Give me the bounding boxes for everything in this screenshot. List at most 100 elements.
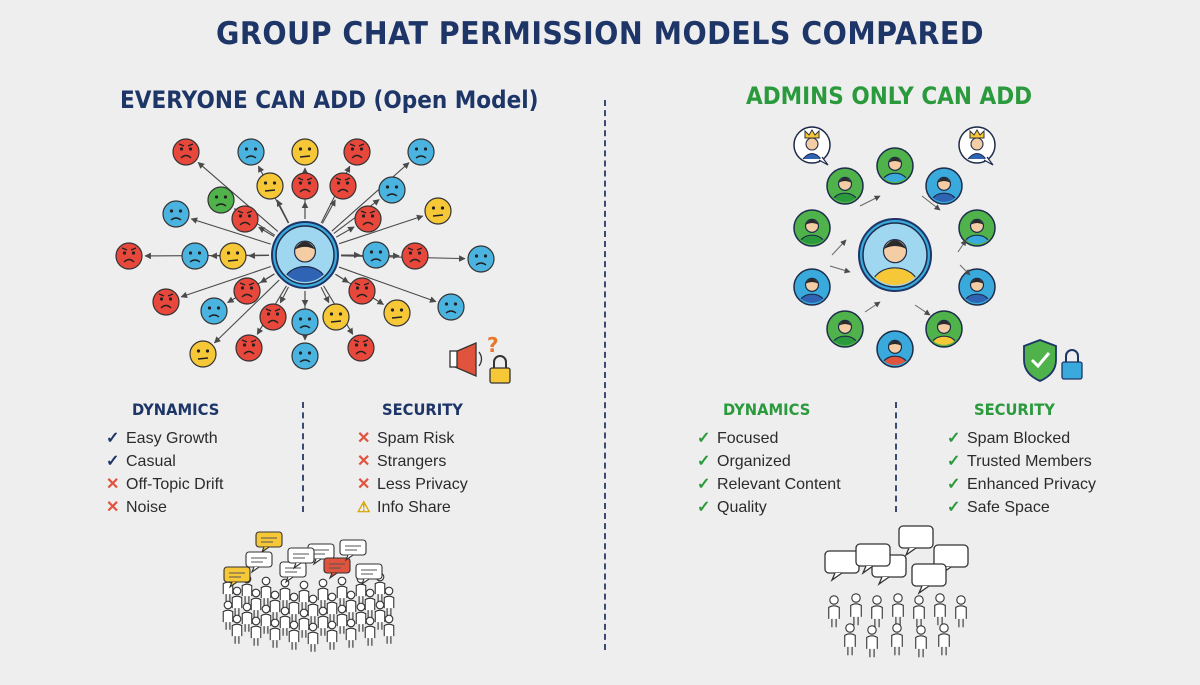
padlock-icon (1061, 349, 1083, 380)
emoji-face-icon (181, 242, 209, 270)
emoji-face-icon (115, 242, 143, 270)
list-item-text: Casual (126, 453, 176, 470)
list-item-text: Spam Risk (377, 430, 455, 447)
list-item-text: Organized (717, 453, 791, 470)
list-item: ✓Relevant Content (697, 473, 841, 496)
member-avatar-icon (826, 310, 864, 348)
member-avatar-icon (876, 147, 914, 185)
admin-model-title: ADMINS ONLY CAN ADD (746, 82, 1033, 110)
member-avatar-icon (793, 209, 831, 247)
list-item-text: Easy Growth (126, 430, 218, 447)
emoji-face-icon (162, 200, 190, 228)
open-security-list: ✕ Spam Risk ✕Strangers✕Less Privacy⚠Info S… (357, 427, 470, 519)
list-item-text: Trusted Members (967, 453, 1092, 470)
warn-icon: ⚠ (357, 499, 371, 516)
list-item: ✓Casual (106, 450, 227, 473)
central-user-icon (275, 225, 335, 285)
check-icon: ✓ (106, 430, 120, 447)
emoji-face-icon (401, 242, 429, 270)
connection-arrow (320, 286, 330, 304)
list-item: ✓Organized (697, 450, 841, 473)
admin-dynamics-column: DYNAMICS ✓Focused✓Organized✓Relevant Con… (697, 400, 841, 519)
member-avatar-icon (925, 167, 963, 205)
connection-arrow (829, 265, 851, 274)
connection-arrow (321, 199, 336, 224)
connection-arrow (279, 286, 289, 304)
page-title: GROUP CHAT PERMISSION MODELS COMPARED (216, 16, 984, 52)
emoji-face-icon (383, 299, 411, 327)
list-item: ✕Less Privacy (357, 473, 470, 496)
list-item: ✕ Spam Risk (357, 427, 470, 450)
central-user-icon (862, 222, 928, 288)
connection-arrow (959, 264, 971, 276)
list-item: ✕Strangers (357, 450, 470, 473)
member-avatar-icon (958, 209, 996, 247)
connection-arrow (921, 195, 941, 211)
emoji-face-icon (291, 172, 319, 200)
emoji-face-icon (348, 277, 376, 305)
list-item-text: Noise (126, 499, 167, 516)
connection-arrow (914, 304, 931, 316)
list-item: ⚠Info Share (357, 496, 470, 519)
emoji-face-icon (378, 176, 406, 204)
connection-arrow (338, 266, 437, 303)
member-avatar-icon (793, 268, 831, 306)
cross-icon: ✕ (106, 499, 120, 516)
member-avatar-icon (958, 268, 996, 306)
admin-dynamics-list: ✓Focused✓Organized✓Relevant Content✓Qual… (697, 427, 841, 519)
member-avatar-icon (925, 310, 963, 348)
open-security-column: SECURITY ✕ Spam Risk ✕Strangers✕Less Priva… (357, 400, 470, 519)
admin-crown-icon (958, 126, 996, 166)
chat-bubble-icon (287, 547, 315, 570)
emoji-face-icon (237, 138, 265, 166)
orderly-chat-icon (824, 525, 969, 658)
chat-bubble-icon (824, 550, 860, 582)
check-icon: ✓ (947, 499, 961, 516)
emoji-face-icon (233, 277, 261, 305)
list-item-text: Off-Topic Drift (126, 476, 224, 493)
check-icon: ✓ (947, 453, 961, 470)
list-item: ✕ Noise (106, 496, 227, 519)
check-icon: ✓ (697, 476, 711, 493)
list-item-text: Spam Blocked (967, 430, 1071, 447)
member-avatar-icon (876, 330, 914, 368)
cross-icon: ✕ (357, 430, 371, 447)
list-item: ✓ Easy Growth (106, 427, 227, 450)
megaphone-icon (449, 342, 483, 377)
chat-bubble-icon (323, 557, 351, 580)
emoji-face-icon (291, 342, 319, 370)
member-avatar-icon (826, 167, 864, 205)
connection-arrow (258, 226, 275, 237)
list-item-text: Enhanced Privacy (967, 476, 1096, 493)
emoji-face-icon (256, 172, 284, 200)
connection-arrow (197, 162, 279, 232)
emoji-face-icon (207, 186, 235, 214)
emoji-face-icon (424, 197, 452, 225)
emoji-face-icon (437, 293, 465, 321)
open-security-heading: SECURITY (382, 400, 463, 419)
emoji-face-icon (200, 297, 228, 325)
shield-check-icon (1023, 339, 1057, 382)
chat-bubble-icon (911, 563, 947, 595)
cross-icon: ✕ (106, 476, 120, 493)
connection-arrow (859, 195, 881, 207)
admin-dynamics-heading: DYNAMICS (723, 400, 811, 419)
open-dynamics-heading: DYNAMICS (132, 400, 220, 419)
chat-bubble-icon (245, 551, 273, 574)
padlock-icon (489, 355, 511, 384)
connection-arrow (864, 301, 881, 313)
emoji-face-icon (347, 334, 375, 362)
connection-arrow (214, 279, 280, 344)
chat-bubble-icon (339, 539, 367, 562)
check-icon: ✓ (947, 476, 961, 493)
admin-crown-icon (793, 126, 831, 166)
check-icon: ✓ (697, 499, 711, 516)
connection-arrow (190, 217, 271, 245)
emoji-face-icon (189, 340, 217, 368)
list-item-text: Safe Space (967, 499, 1050, 516)
emoji-face-icon (467, 245, 495, 273)
chat-bubble-icon (898, 525, 934, 557)
emoji-face-icon (219, 242, 247, 270)
open-column-divider (302, 402, 304, 512)
